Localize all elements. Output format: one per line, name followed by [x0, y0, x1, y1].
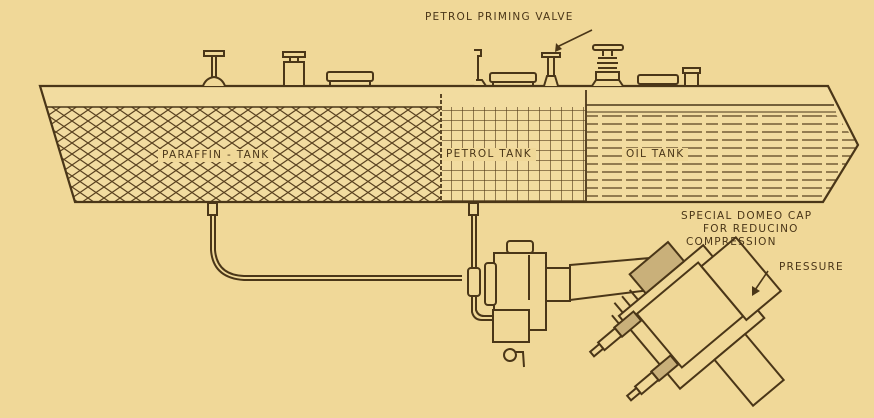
carburettor: [484, 240, 571, 368]
tank-body: [38, 84, 860, 204]
domed-cap-label-line1: SPECIAL DOMEO CAP: [681, 210, 813, 222]
spark-plug-1: [588, 310, 643, 358]
petrol-tank-label: PETROL TANK: [442, 148, 536, 161]
filler-cap-1: [202, 50, 226, 87]
filler-cap-2: [282, 51, 306, 87]
oil-tank-fill: [587, 112, 858, 202]
tap-1: [474, 49, 488, 87]
filler-cap-3: [326, 71, 374, 86]
priming-valve-arrow: [555, 43, 562, 52]
filler-cap-7: [682, 67, 701, 87]
top-fittings: [202, 44, 701, 87]
filler-cap-6: [637, 74, 679, 85]
priming-valve: [541, 52, 561, 87]
paraffin-tank-label: PARAFFIN - TANK: [158, 149, 274, 162]
fuel-pipes: [207, 202, 495, 321]
domed-cap-label-line2: FOR REDUCINO: [703, 223, 799, 235]
priming-valve-leader: [556, 29, 593, 48]
spark-plug-2: [625, 354, 680, 402]
filler-cap-5: [591, 44, 624, 87]
domed-cap-label-line3: COMPRESSION: [686, 236, 777, 248]
domed-cap-label-line4: PRESSURE: [779, 261, 844, 273]
domed-cap-leader: [754, 270, 769, 291]
filler-cap-4: [489, 72, 537, 86]
oil-tank-label: OIL TANK: [622, 148, 689, 161]
engine: [569, 235, 786, 408]
priming-valve-label: PETROL PRIMING VALVE: [425, 11, 574, 23]
domed-cap-arrow: [752, 286, 760, 296]
